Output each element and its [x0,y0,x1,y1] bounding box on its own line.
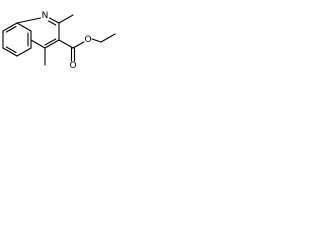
double-bond-c3-c4 [44,38,57,46]
bond-c3-c4 [44,39,60,49]
bond-c8a-n1 [16,17,42,24]
bond-carbonyl-ester-o [72,41,85,49]
pyridine-ring [16,17,60,49]
carbonyl-oxygen-label: O [69,61,76,71]
bond-c8a-c8 [2,22,18,32]
ester-oxygen-label: O [84,35,91,45]
bond-c7-c6 [2,47,18,57]
bond-ch2-ch3 [100,33,116,43]
chemical-structure: N O O [2,11,116,71]
bond-c4a-c8a [16,22,32,32]
bond-n1-c2 [48,17,60,24]
bond-ester-o-ch2 [91,38,102,43]
double-bond-n1-c2 [47,20,57,26]
bond-c6-c5 [16,47,32,57]
benzo-ring [2,22,32,57]
nitrogen-atom-label: N [42,11,49,21]
bond-c3-carbonyl [58,39,74,49]
double-bond-c8a-c8 [5,25,17,33]
bond-c2-methyl [58,14,74,24]
double-bond-c7-c6 [5,46,17,54]
bond-c4-c4a [30,39,46,49]
ethyl-ester-group [58,33,116,62]
